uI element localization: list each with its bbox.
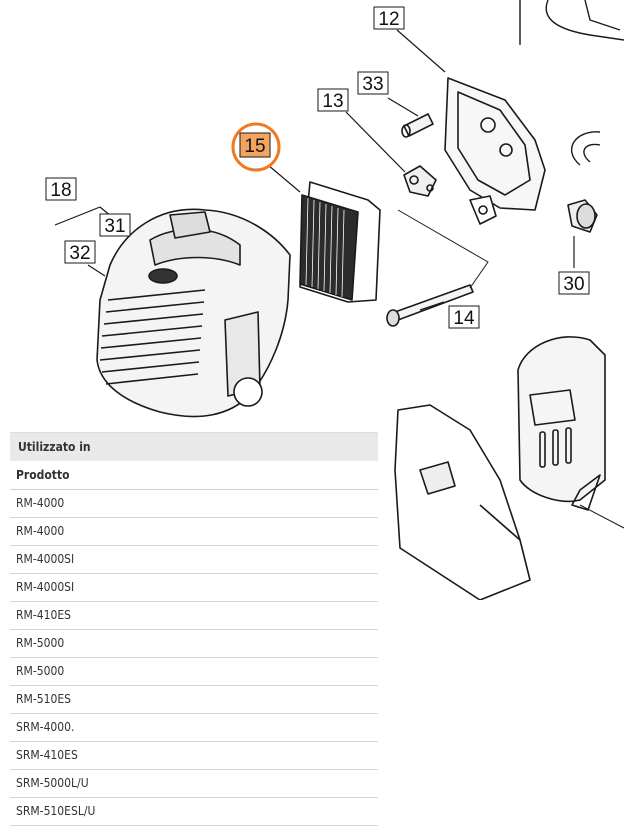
callout-18-label: 18 [50, 180, 71, 201]
callout-18: 18 [45, 177, 77, 201]
callout-33-label: 33 [362, 74, 383, 95]
engine-cover-part [96, 208, 291, 418]
used-in-table: Utilizzato in Prodotto RM-4000 RM-4000 R… [10, 432, 378, 826]
product-row: SRM-510ESL/U [10, 798, 378, 826]
parts-diagram: 12 33 13 15 18 31 32 30 14 [45, 0, 624, 600]
callout-12: 12 [373, 6, 405, 30]
product-row: RM-4000SI [10, 574, 378, 602]
product-column-header: Prodotto [10, 461, 378, 490]
callout-31-label: 31 [104, 216, 125, 237]
fuel-lines-part [519, 0, 624, 166]
product-row: RM-5000 [10, 658, 378, 686]
product-row: SRM-5000L/U [10, 770, 378, 798]
callout-31: 31 [99, 213, 131, 237]
callout-30: 30 [558, 271, 590, 295]
product-row: RM-4000 [10, 490, 378, 518]
pin-part [401, 113, 434, 138]
product-row: SRM-410ES [10, 742, 378, 770]
product-row: RM-4000 [10, 518, 378, 546]
callout-15-label: 15 [244, 136, 265, 157]
callout-30-label: 30 [563, 274, 584, 295]
primer-bulb-part [567, 199, 598, 233]
callout-32: 32 [64, 240, 96, 264]
callout-33: 33 [357, 71, 389, 95]
used-in-header: Utilizzato in [10, 432, 378, 461]
callout-32-label: 32 [69, 243, 90, 264]
product-row: SRM-4000. [10, 714, 378, 742]
muffler-part [517, 336, 606, 511]
base-plate-part [444, 77, 546, 225]
callout-13-label: 13 [322, 91, 343, 112]
bolt-part [386, 284, 474, 327]
callout-13: 13 [317, 88, 349, 112]
product-row: RM-4000SI [10, 546, 378, 574]
product-row: RM-410ES [10, 602, 378, 630]
heat-shield-part [394, 404, 531, 600]
product-row: RM-5000 [10, 630, 378, 658]
air-filter-part [299, 181, 381, 303]
product-row: RM-510ES [10, 686, 378, 714]
fitting-part [403, 165, 437, 197]
callout-12-label: 12 [378, 9, 399, 30]
callout-14: 14 [448, 305, 480, 329]
callout-15-highlighted: 15 [231, 122, 281, 172]
callout-14-label: 14 [453, 308, 475, 329]
